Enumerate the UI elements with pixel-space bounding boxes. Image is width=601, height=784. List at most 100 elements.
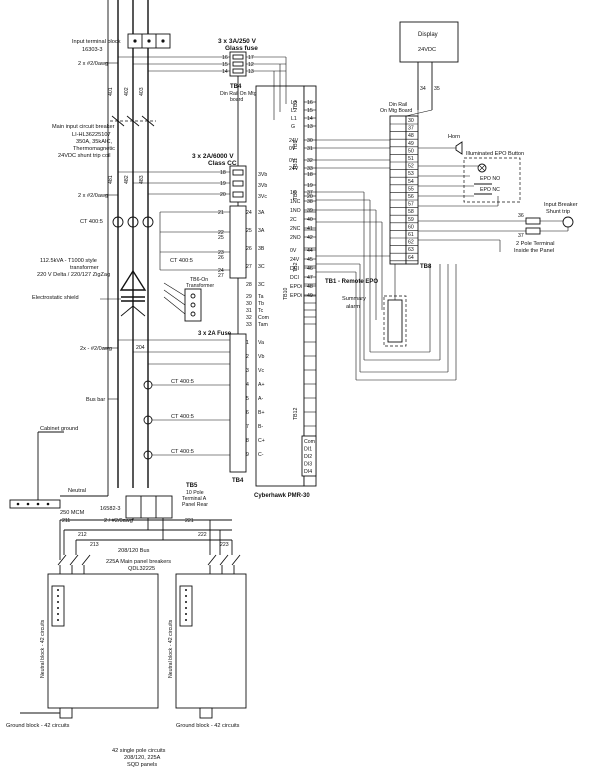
tb2-wire: 45 bbox=[307, 257, 313, 263]
tb2-label: TB2 bbox=[293, 262, 299, 272]
main-power-conductors bbox=[107, 0, 149, 488]
shunt-line-1: Input Breaker bbox=[544, 202, 578, 208]
left-distribution-panel bbox=[20, 573, 159, 719]
tb3-wire: 16 bbox=[307, 100, 313, 106]
tblow-pin: Va bbox=[258, 340, 264, 346]
tblow-wire: 3 bbox=[246, 368, 249, 374]
tblow-wire: 2 bbox=[246, 354, 249, 360]
cc-wire-18: 18 bbox=[220, 170, 226, 176]
tb3-pin: L2 bbox=[291, 108, 297, 114]
tb2-pin: DCI bbox=[290, 266, 299, 272]
right-block-pin: 50 bbox=[408, 148, 414, 154]
wire-211: 211 bbox=[62, 518, 70, 524]
footer-line-3: SQD panels bbox=[127, 762, 157, 768]
wire-402: 402 bbox=[124, 87, 130, 96]
tb7-pin: 2NO bbox=[290, 235, 301, 241]
tb1-remote-epo bbox=[383, 264, 407, 347]
ct-lower-set bbox=[143, 380, 232, 460]
shunt-wire-37: 37 bbox=[518, 233, 524, 239]
wire-26: 26 bbox=[218, 255, 224, 261]
input-terminal-block bbox=[127, 33, 171, 49]
right-block-pin: 58 bbox=[408, 209, 414, 215]
right-block-pin: 60 bbox=[408, 224, 414, 230]
right-block-pin: 63 bbox=[408, 247, 414, 253]
wire-482: 482 bbox=[124, 175, 130, 184]
class-cc-line-1: 3 x 2A/6000 V bbox=[192, 153, 234, 160]
tb6-wire: 26 bbox=[246, 246, 252, 252]
right-distribution-panel bbox=[175, 573, 247, 719]
tb3-wire: 14 bbox=[307, 116, 313, 122]
tb8-wire: 20 bbox=[307, 194, 313, 200]
tblow-wire: 9 bbox=[246, 452, 249, 458]
neutral-block-right: Neutral block - 42 circuits bbox=[168, 619, 174, 678]
tb10-wire: 29 bbox=[246, 294, 252, 300]
tb5-label-4: Panel Rear bbox=[182, 502, 208, 508]
shunt-trip-coil bbox=[418, 216, 574, 235]
fuse-wire-17: 17 bbox=[248, 55, 254, 61]
right-block-pin: 64 bbox=[408, 255, 414, 261]
tb7-pin: 1C bbox=[290, 190, 297, 196]
wire-25: 25 bbox=[218, 235, 224, 241]
main-breakers-line-1: 225A Main panel breakers bbox=[106, 559, 171, 565]
tblow-pin: A+ bbox=[258, 382, 265, 388]
din-right-line-1: Din Rail bbox=[389, 102, 407, 108]
tb9-wire: 30 bbox=[307, 138, 313, 144]
tb9-pin: 24V bbox=[289, 138, 299, 144]
tb4-bottom-label: TB4 bbox=[232, 478, 244, 484]
tb2-wire: 48 bbox=[307, 284, 313, 290]
right-block-pin: 56 bbox=[408, 194, 414, 200]
tb5-label-2: 10 Pole bbox=[186, 490, 204, 496]
tb3-pin: L1 bbox=[291, 116, 297, 122]
tb10-pin: Tc bbox=[258, 308, 264, 314]
ct-small-label: CT 400:5 bbox=[170, 258, 193, 264]
com-pin: Com bbox=[304, 439, 315, 445]
wire-213: 213 bbox=[90, 542, 99, 548]
distribution-bus bbox=[57, 518, 241, 574]
wire-204: 204 bbox=[136, 345, 145, 351]
display-wire-34: 34 bbox=[420, 86, 426, 92]
fuse-wire-14: 14 bbox=[222, 69, 228, 75]
wire-22: 22 bbox=[218, 230, 224, 236]
tb2-wire: 47 bbox=[307, 275, 313, 281]
tb6-label-2: Transformer bbox=[186, 283, 214, 289]
epo-button-label: Illuminated EPO Button bbox=[466, 151, 524, 157]
tb7-wire: 41 bbox=[307, 226, 313, 232]
tb8-pin: 3Vb bbox=[258, 183, 267, 189]
right-block-pin: 54 bbox=[408, 179, 414, 185]
tb10-wire: 31 bbox=[246, 308, 252, 314]
tb6-pin: 3A bbox=[258, 210, 265, 216]
breaker-line-2: LI-HL36225107 bbox=[72, 132, 111, 138]
tb3-wire: 13 bbox=[307, 124, 313, 130]
tb5-label-1: TB5 bbox=[186, 483, 198, 489]
cc-wire-20: 20 bbox=[220, 192, 226, 198]
com-pin: DI4 bbox=[304, 469, 312, 475]
tb6-wire: 24 bbox=[246, 210, 252, 216]
tb10-pin: Tb bbox=[258, 301, 264, 307]
transformer-symbol bbox=[119, 269, 147, 320]
mid-awg-label: 2 x #2/0awg bbox=[78, 193, 108, 199]
mcm-label: 250 MCM bbox=[60, 510, 85, 516]
tblow-pin: Vc bbox=[258, 368, 264, 374]
tb7-pin: 2NC bbox=[290, 226, 301, 232]
tb6-pin: 3C bbox=[258, 264, 265, 270]
tb6-transformer-connector bbox=[163, 282, 202, 322]
wire-222: 222 bbox=[198, 532, 207, 538]
two-pole-line-1: 2 Pole Terminal bbox=[516, 241, 554, 247]
tb10-wire: 33 bbox=[246, 322, 252, 328]
bus-bar-label: Bus bar bbox=[86, 397, 105, 403]
tb8-right-label: TB8 bbox=[420, 264, 432, 270]
breaker-line-3: 350A, 35kAIC, bbox=[76, 139, 113, 145]
tb2-pin: 24V bbox=[290, 257, 300, 263]
tb7-pin: 1NO bbox=[290, 208, 301, 214]
tb8-label: TB8 bbox=[293, 190, 299, 200]
right-block-pin: 49 bbox=[408, 141, 414, 147]
tb6-pin: 3B bbox=[258, 246, 265, 252]
neutral-block-left: Neutral block - 42 circuits bbox=[40, 619, 46, 678]
tb7-pin: 2C bbox=[290, 217, 297, 223]
tb7-pin: 1NC bbox=[290, 199, 301, 205]
shunt-line-2: Shunt trip bbox=[546, 209, 570, 215]
